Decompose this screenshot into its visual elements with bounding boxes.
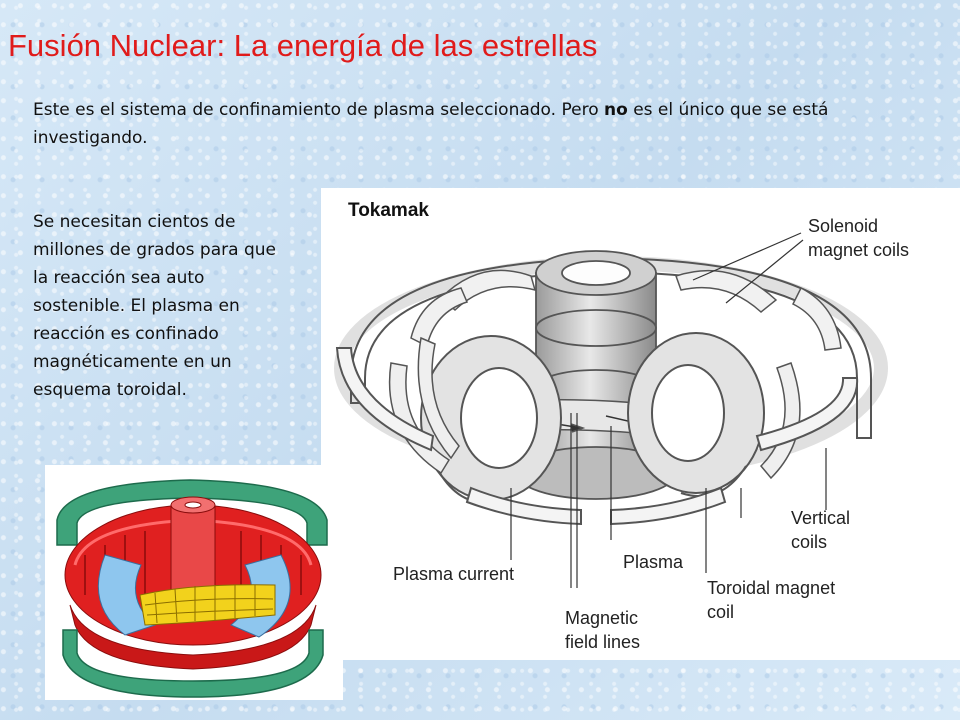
toroidal-coil-sides xyxy=(388,336,801,480)
label-plasma: Plasma xyxy=(623,552,684,572)
label-plasma-current: Plasma current xyxy=(393,564,514,584)
leader-lines xyxy=(510,232,827,588)
tokamak-color-svg xyxy=(56,479,328,698)
tokamak-diagram: Tokamak xyxy=(321,188,960,660)
toroidal-coil-left xyxy=(420,335,562,504)
tokamak-diagram-svg: Tokamak xyxy=(334,200,909,652)
label-vertical-line2: coils xyxy=(791,532,827,552)
label-solenoid-line2: magnet coils xyxy=(808,240,909,260)
intro-paragraph: Este es el sistema de confinamiento de p… xyxy=(33,96,833,152)
intro-text-end: es el único que se está investigando. xyxy=(33,100,829,148)
toroidal-segments-back xyxy=(410,269,842,351)
tokamak-color-illustration xyxy=(45,465,343,700)
intro-emphasis: no xyxy=(604,100,628,120)
red-coils-lower xyxy=(69,604,317,670)
slide-title: Fusión Nuclear: La energía de las estrel… xyxy=(8,28,598,63)
yellow-plasma xyxy=(139,584,276,626)
green-ring-bottom xyxy=(62,629,324,698)
label-vertical-line1: Vertical xyxy=(791,508,850,528)
toroidal-coil-right xyxy=(627,332,765,498)
central-solenoid xyxy=(515,250,677,500)
label-magnetic-line2: field lines xyxy=(565,632,640,652)
label-solenoid-line1: Solenoid xyxy=(808,216,878,236)
intro-text-start: Este es el sistema de confinamiento de p… xyxy=(33,100,604,120)
label-magnetic-line1: Magnetic xyxy=(565,608,638,628)
outer-ring-front xyxy=(335,347,859,526)
label-toroidal-line2: coil xyxy=(707,602,734,622)
diagram-title: Tokamak xyxy=(348,200,429,221)
side-paragraph: Se necesitan cientos de millones de grad… xyxy=(33,212,276,400)
label-toroidal-line1: Toroidal magnet xyxy=(707,578,835,598)
